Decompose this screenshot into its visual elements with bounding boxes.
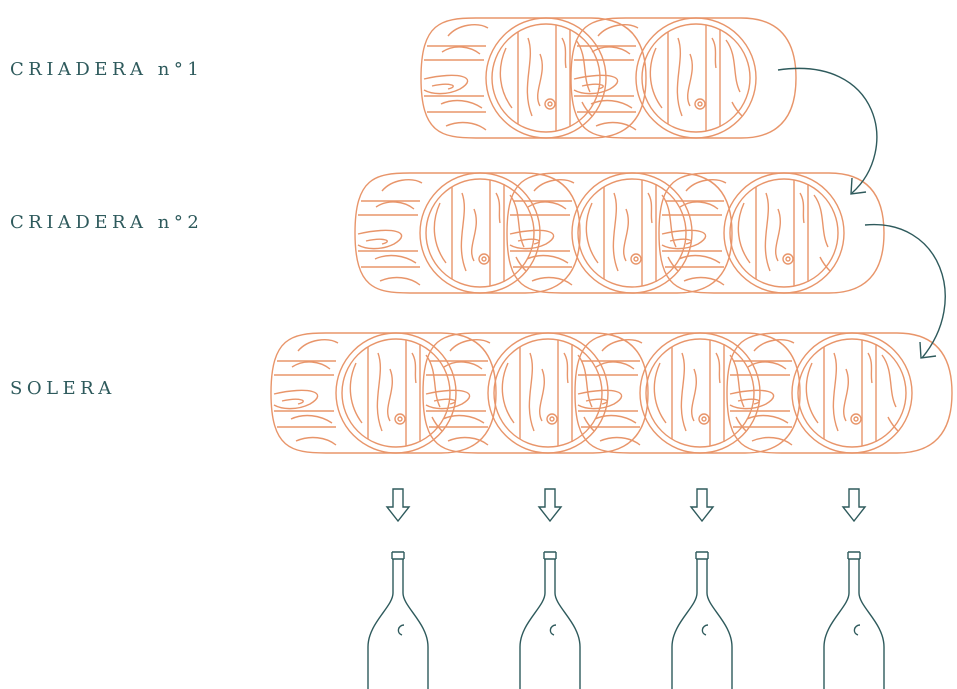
tier-label-solera: SOLERA — [10, 378, 116, 399]
barrel-icon — [270, 332, 497, 454]
tier-label-criadera-1: CRIADERA n°1 — [10, 59, 204, 80]
bottle-icon — [367, 551, 429, 689]
barrel-icon — [420, 17, 647, 139]
bottle-icon — [823, 551, 885, 689]
barrel-icon — [726, 332, 953, 454]
barrel-icon — [574, 332, 801, 454]
tier-label-criadera-2: CRIADERA n°2 — [10, 212, 204, 233]
bottle-icon — [671, 551, 733, 689]
barrel-icon — [422, 332, 649, 454]
curved-arrow-icon — [777, 67, 878, 195]
barrel-icon — [570, 17, 797, 139]
down-arrow-icon — [690, 488, 714, 522]
down-arrow-icon — [842, 488, 866, 522]
curved-arrow-icon — [864, 224, 946, 359]
down-arrow-icon — [386, 488, 410, 522]
barrel-icon — [354, 172, 581, 294]
barrel-icon — [658, 172, 885, 294]
down-arrow-icon — [538, 488, 562, 522]
barrel-icon — [506, 172, 733, 294]
bottle-icon — [519, 551, 581, 689]
